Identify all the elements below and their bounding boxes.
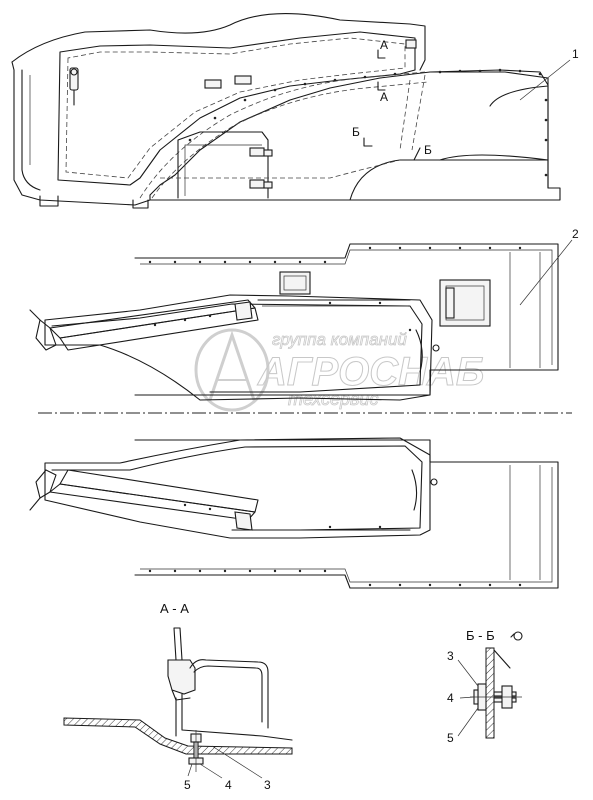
rotated-view-icon <box>510 631 523 641</box>
section-a-label-3: 3 <box>264 778 271 792</box>
section-b-label-3: 3 <box>447 649 454 663</box>
callout-part-1: 1 <box>572 47 579 61</box>
watermark-line2: АГРОСНАБ <box>257 350 484 394</box>
rivets-plan-upper <box>148 246 522 332</box>
watermark-line1: группа компаний <box>272 330 407 349</box>
section-a-label-4: 4 <box>225 778 232 792</box>
section-a-label-5: 5 <box>184 778 191 792</box>
plan-view-lower <box>29 437 559 589</box>
section-a-a: А - А 5 4 3 <box>63 601 293 792</box>
rivets-plan-lower <box>148 503 522 587</box>
section-mark-b-left: Б <box>352 125 360 139</box>
section-mark-b-right: Б <box>424 143 432 157</box>
section-b-b: Б - Б 3 4 5 <box>447 628 523 745</box>
section-mark-a-lower: А <box>380 90 388 104</box>
rivets-top <box>188 68 548 177</box>
side-view-drawing: А А Б Б 1 <box>11 13 579 209</box>
section-b-label-4: 4 <box>447 691 454 705</box>
watermark-logo-icon <box>194 328 270 412</box>
watermark: группа компаний АГРОСНАБ техсервис <box>194 328 485 412</box>
plan-view-upper: 2 <box>29 227 579 401</box>
section-title-b-b: Б - Б <box>466 628 495 643</box>
callout-part-2: 2 <box>572 227 579 241</box>
section-mark-a-upper: А <box>380 38 388 52</box>
section-title-a-a: А - А <box>160 601 189 616</box>
section-b-label-5: 5 <box>447 731 454 745</box>
